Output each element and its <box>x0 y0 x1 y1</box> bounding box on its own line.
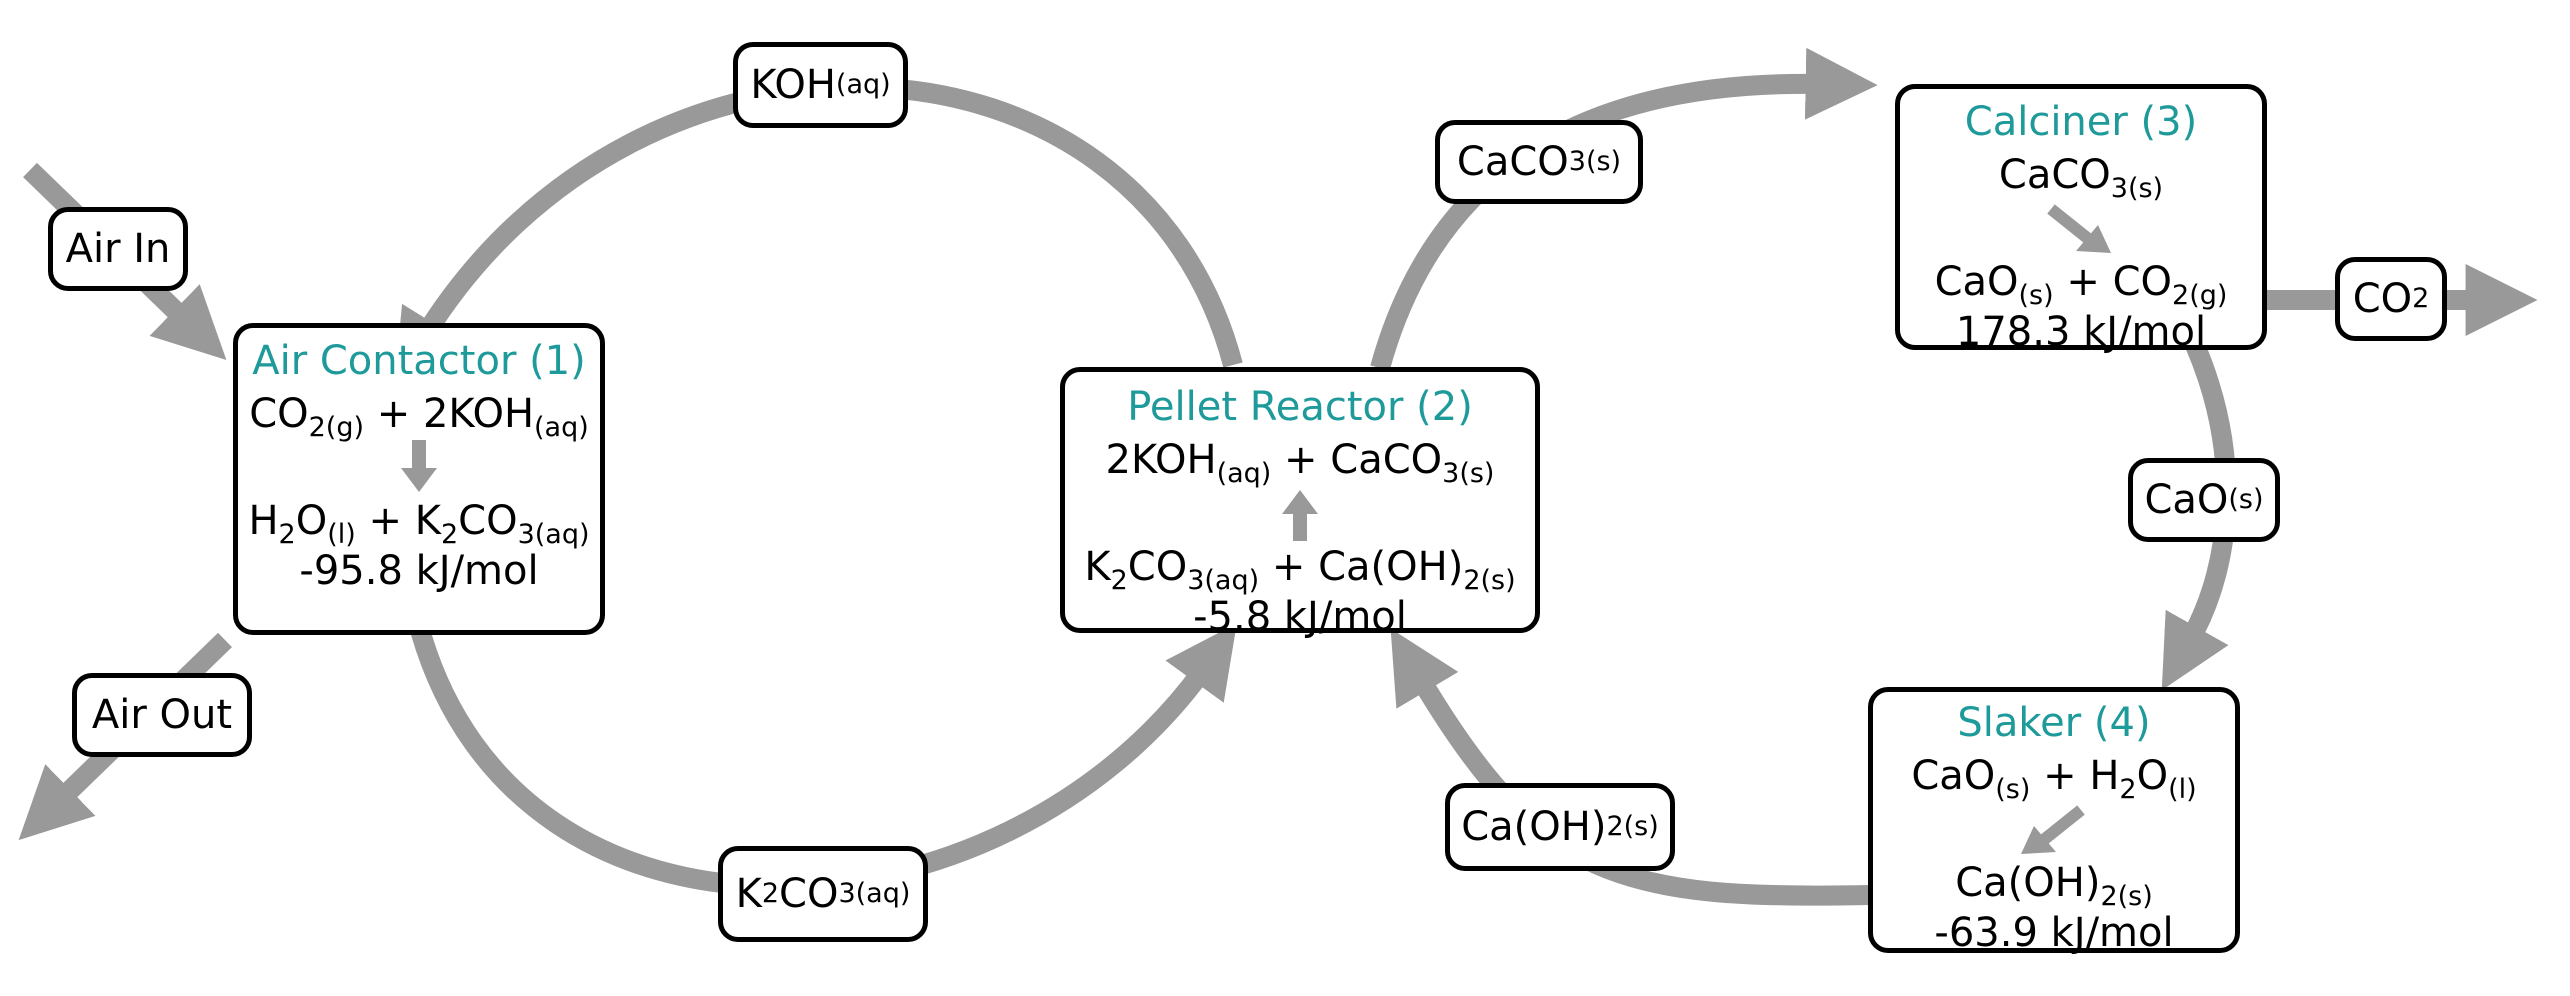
slaker-energy: -63.9 kJ/mol <box>1934 910 2174 956</box>
slaker-box: Slaker (4) CaO(s) + H2O(l) Ca(OH)2(s) -6… <box>1868 687 2240 956</box>
air-in-label: Air In <box>48 207 188 291</box>
air-contactor-energy: -95.8 kJ/mol <box>299 548 539 594</box>
slaker-reactants: CaO(s) + H2O(l) <box>1911 753 2197 805</box>
air-contactor-title: Air Contactor (1) <box>252 338 586 384</box>
pellet-reactor-box: Pellet Reactor (2) 2KOH(aq) + CaCO3(s) K… <box>1060 367 1540 640</box>
pellet-reactor-top-equation: 2KOH(aq) + CaCO3(s) <box>1105 437 1495 489</box>
pellet-reactor-bottom-equation: K2CO3(aq) + Ca(OH)2(s) <box>1084 544 1516 596</box>
calciner-title: Calciner (3) <box>1964 99 2198 145</box>
air-contactor-reactants: CO2(g) + 2KOH(aq) <box>249 391 589 443</box>
calciner-box: Calciner (3) CaCO3(s) CaO(s) + CO2(g) 17… <box>1895 84 2267 355</box>
reaction-arrow-diagonal-icon <box>2047 204 2111 253</box>
pellet-reactor-title: Pellet Reactor (2) <box>1127 384 1473 430</box>
reaction-arrow-up-icon <box>1282 490 1318 541</box>
air-contactor-box: Air Contactor (1) CO2(g) + 2KOH(aq) H2O(… <box>233 323 605 635</box>
slaker-products: Ca(OH)2(s) <box>1955 860 2153 912</box>
reaction-arrow-diagonal-down-left-icon <box>2021 805 2085 854</box>
air-contactor-products: H2O(l) + K2CO3(aq) <box>248 498 590 550</box>
slaker-title: Slaker (4) <box>1957 700 2151 746</box>
koh-label: KOH(aq) <box>733 42 908 128</box>
reaction-arrow-down-icon <box>401 440 437 492</box>
caoh2-label: Ca(OH)2(s) <box>1445 783 1675 871</box>
air-out-label: Air Out <box>72 673 252 757</box>
calciner-products: CaO(s) + CO2(g) <box>1934 259 2228 311</box>
calciner-energy: 178.3 kJ/mol <box>1955 309 2207 355</box>
pellet-reactor-energy: -5.8 kJ/mol <box>1193 594 1407 640</box>
cao-label: CaO(s) <box>2128 458 2280 542</box>
calciner-reactants: CaCO3(s) <box>1998 152 2164 204</box>
